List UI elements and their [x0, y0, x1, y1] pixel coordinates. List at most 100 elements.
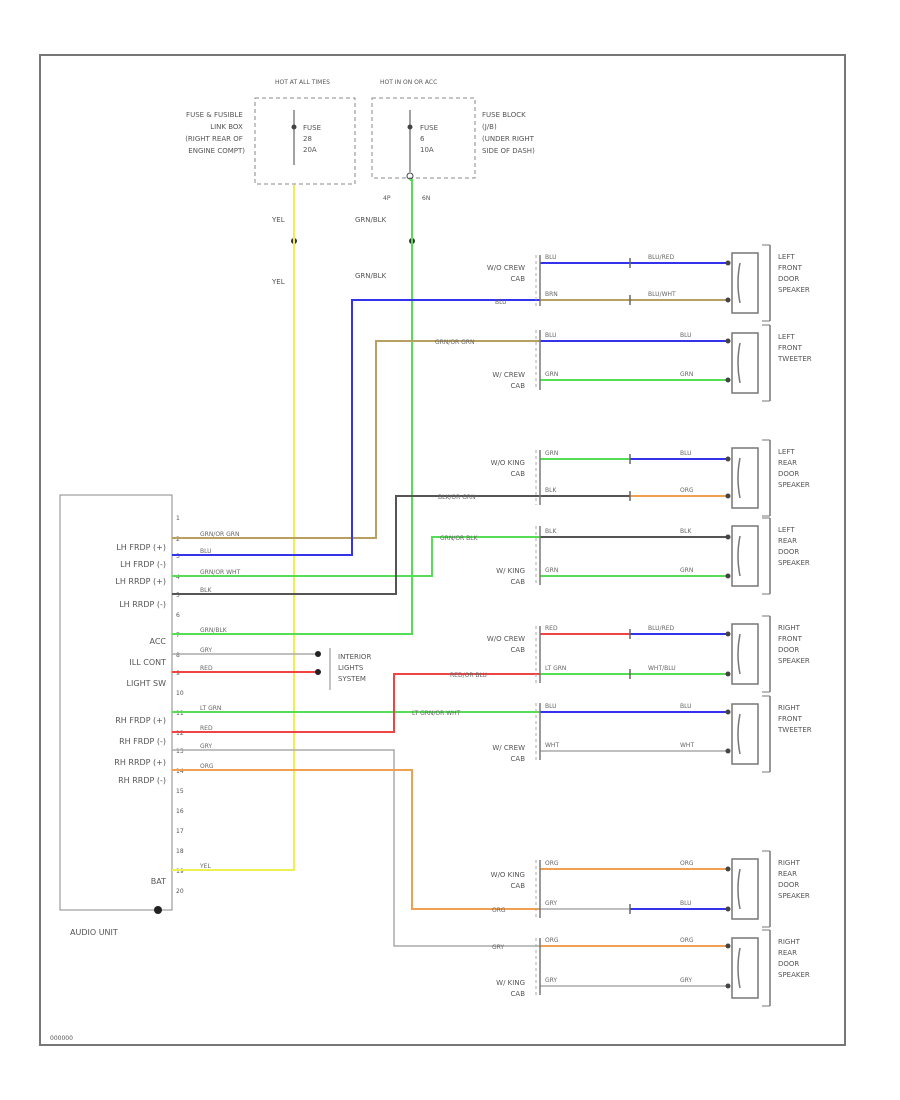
wire-rh-rrdp-neg: [172, 769, 540, 910]
mid-label: GRN/OR GRN: [435, 339, 474, 346]
audio-unit: AUDIO UNIT LH FRDP (+) LH FRDP (-) LH RR…: [59, 494, 241, 937]
pin-number: 6: [176, 612, 180, 619]
pin-number: 13: [176, 748, 184, 755]
wire-grn-blk: [172, 179, 413, 635]
diagram-frame: [39, 54, 846, 1046]
fuse-left-location: FUSE & FUSIBLE LINK BOX (RIGHT REAR OF E…: [185, 111, 245, 155]
pin-label: BAT: [151, 877, 166, 886]
pin-number: 1: [176, 515, 180, 522]
run-label: BLU: [545, 254, 557, 261]
wire-rh-rrdp-pos: [172, 749, 540, 947]
run-label: GRY: [680, 977, 692, 984]
mid-label: GRY: [492, 944, 504, 951]
mid-label: BLU: [495, 299, 507, 306]
mid-label: BLK/OR GRN: [438, 494, 476, 501]
unit-wire-label: RED: [200, 665, 213, 672]
run-label: ORG: [545, 937, 559, 944]
power-section: HOT AT ALL TIMES HOT IN ON OR ACC FUSE &…: [185, 79, 536, 286]
fuse-right-location: FUSE BLOCK (J/B) (UNDER RIGHT SIDE OF DA…: [482, 111, 536, 155]
run-label: BLU: [680, 703, 692, 710]
pin-number: 5: [176, 592, 180, 599]
pin-number: 9: [176, 670, 180, 677]
audio-unit-box: [59, 494, 173, 911]
run-label: ORG: [680, 937, 694, 944]
run-label: WHT: [680, 742, 694, 749]
pin-label: RH FRDP (+): [115, 716, 166, 725]
unit-wire-label: YEL: [199, 863, 211, 870]
run-label: GRN: [545, 567, 558, 574]
unit-wire-label: GRN/OR WHT: [200, 569, 241, 576]
pin-number: 20: [176, 888, 184, 895]
unit-wire-label: GRY: [200, 647, 212, 654]
run-label: RED: [545, 625, 558, 632]
run-label: GRN: [545, 450, 558, 457]
unit-wire-label: BLK: [200, 587, 212, 594]
run-label: ORG: [545, 860, 559, 867]
run-label: ORG: [680, 487, 694, 494]
pin-label: LIGHT SW: [127, 679, 167, 688]
pin-number: 7: [176, 632, 180, 639]
unit-wire-label: GRN/OR GRN: [200, 531, 239, 538]
audio-unit-name: AUDIO UNIT: [70, 928, 118, 937]
run-label: GRY: [545, 977, 557, 984]
pin-number: 4: [176, 574, 180, 581]
fuse-box-right: [371, 97, 476, 179]
run-label: BLU/RED: [648, 254, 675, 261]
run-label: BLU: [680, 450, 692, 457]
mid-label: RED/OR BLU: [450, 672, 487, 679]
pin-label: RH RRDP (-): [118, 776, 166, 785]
hot-run-label: HOT IN ON OR ACC: [380, 79, 437, 86]
hot-all-times-label: HOT AT ALL TIMES: [275, 79, 330, 86]
wire-rh-frdp-neg: [172, 673, 540, 733]
pin-number: 8: [176, 652, 180, 659]
run-label: BRN: [545, 291, 558, 298]
footer-code: 000000: [50, 1035, 73, 1042]
run-label: BLU: [680, 900, 692, 907]
mid-label: ORG: [492, 907, 506, 914]
conn-right-label: 6N: [422, 195, 430, 202]
mid-labels: BLU GRN/OR GRN BLK/OR GRN GRN/OR BLK RED…: [412, 299, 507, 951]
pin-number: 11: [176, 710, 184, 717]
pin-number: 2: [176, 536, 180, 543]
run-label: GRN: [680, 567, 693, 574]
mid-label: LT GRN/OR WHT: [412, 710, 461, 717]
pin-label: LH RRDP (+): [115, 577, 166, 586]
pin-number: 16: [176, 808, 184, 815]
pin-number: 3: [176, 553, 180, 560]
run-label: ORG: [680, 860, 694, 867]
wires: [172, 179, 728, 987]
pin-number: 15: [176, 788, 184, 795]
wire-yel-label-top: YEL: [271, 216, 285, 224]
run-label: BLU: [545, 703, 557, 710]
run-label: BLU: [680, 332, 692, 339]
wire-lh-frdp-neg: [172, 299, 540, 556]
unit-wire-label: LT GRN: [200, 705, 221, 712]
conn-left-label: 4P: [383, 195, 391, 202]
run-label: BLK: [680, 528, 692, 535]
